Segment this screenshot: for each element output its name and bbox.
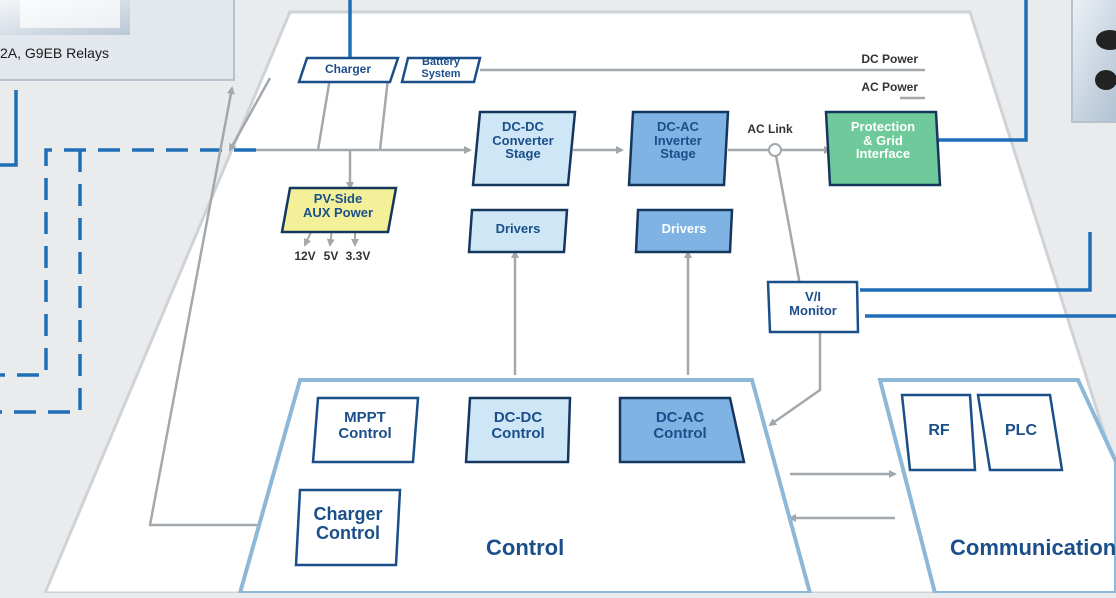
leader-protection — [935, 0, 1028, 142]
charger-ctrl-loop — [148, 86, 290, 527]
charger-block: Charger — [324, 62, 371, 76]
dcac-inverter-stage: DC-AC Inverter Stage — [654, 119, 702, 162]
photo-caption: 2A, G9EB Relays — [0, 45, 109, 61]
charger-down — [316, 77, 332, 151]
signal-lines — [148, 68, 925, 527]
dcac-control-block: DC-AC Control — [653, 409, 707, 442]
plc-block: PLC — [1005, 422, 1037, 439]
dc-power-label: DC Power — [861, 52, 918, 66]
drivers-block-1: Drivers — [495, 221, 541, 236]
relay-photo-card — [0, 0, 235, 81]
dashed-connector-inner — [0, 148, 256, 377]
dcdc-control-block: DC-DC Control — [491, 409, 545, 442]
charger-bus — [228, 77, 272, 152]
mppt-control-block: MPPT Control — [338, 409, 392, 442]
pv-side-aux-power: PV-Side AUX Power — [302, 191, 374, 220]
dcdc-converter-stage: DC-DC Converter Stage — [492, 119, 554, 162]
ac-power-label: AC Power — [861, 80, 918, 94]
communication-group-label: Communication — [950, 535, 1116, 560]
battery-system-block: Battery System — [421, 56, 461, 80]
drivers-block-2: Drivers — [661, 221, 707, 236]
dashed-connector-outer — [0, 150, 82, 414]
vi-to-control — [768, 332, 822, 427]
vi-monitor-block: V/I Monitor — [789, 289, 837, 318]
voltage-3v3: 3.3V — [345, 249, 371, 263]
charger-control-block: Charger Control — [313, 504, 383, 543]
block-shapes — [280, 56, 1064, 567]
protection-grid-interface: Protection & Grid Interface — [850, 119, 916, 162]
battery-down — [378, 77, 390, 151]
connector-photo-card — [1071, 0, 1116, 123]
leader-vi-1 — [860, 232, 1092, 292]
ac-link-to-vi — [773, 149, 802, 286]
voltage-12v: 12V — [294, 249, 316, 263]
ac-link-node — [768, 143, 782, 157]
control-group-label: Control — [486, 535, 565, 560]
ac-link-label: AC Link — [747, 122, 793, 136]
voltage-5v: 5V — [323, 249, 339, 263]
rf-block: RF — [928, 422, 950, 439]
leader-relay — [0, 90, 18, 167]
